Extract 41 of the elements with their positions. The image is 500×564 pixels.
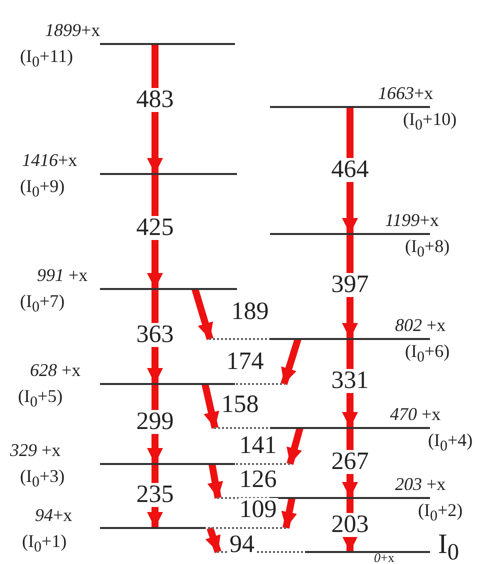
transition-energy-label: 299 [135,410,175,434]
transition-arrow [280,338,302,386]
transition-arrow [286,427,304,465]
level-spin: I$_{0}$ [438,531,459,564]
level-energy: 329 +x [10,440,61,460]
transition-energy-label: 425 [135,216,175,240]
transition-arrow [202,383,220,429]
level-spin: (I$_{0}$+11) [20,46,73,73]
level-energy: 94+x [35,505,72,525]
level-energy: 1416+x [22,150,78,170]
level-spin: (I$_{0}$+6) [405,341,450,368]
transition-energy-label: 363 [135,323,175,347]
level-energy: 0+x [374,552,394,564]
transition-energy-label: 483 [135,88,175,112]
transition-energy-label: 235 [135,483,175,507]
level-energy: 802 +x [395,315,446,335]
transition-arrow [281,497,297,529]
level-energy: 1199+x [385,210,439,230]
level-spin: (I$_{0}$+2) [418,500,463,527]
transition-energy-label: 331 [330,369,370,393]
level-energy: 470 +x [390,404,441,424]
transition-energy-label: 267 [330,450,370,474]
transition-arrow [207,463,224,499]
level-spin: (I$_{0}$+5) [18,386,63,413]
level-spin: (I$_{0}$+10) [403,109,457,136]
level-spin: (I$_{0}$+8) [405,236,450,263]
transition-arrow [192,288,214,340]
level-spin: (I$_{0}$+7) [20,291,65,318]
level-energy: 203 +x [395,474,446,494]
transition-arrow [205,526,222,554]
level-energy: 1899+x [45,20,100,40]
transition-energy-label: 397 [330,273,370,297]
transition-energy-label: 464 [330,158,370,182]
level-spin: (I$_{0}$+9) [20,176,65,203]
level-energy: 1663+x [378,83,434,103]
level-spin: (I$_{0}$+3) [20,466,65,493]
level-spin: (I$_{0}$+1) [22,531,67,558]
level-spin: (I$_{0}$+4) [428,430,473,457]
level-energy: 628 +x [30,360,81,380]
level-energy: 991 +x [37,265,88,285]
transition-energy-label: 203 [330,513,370,537]
